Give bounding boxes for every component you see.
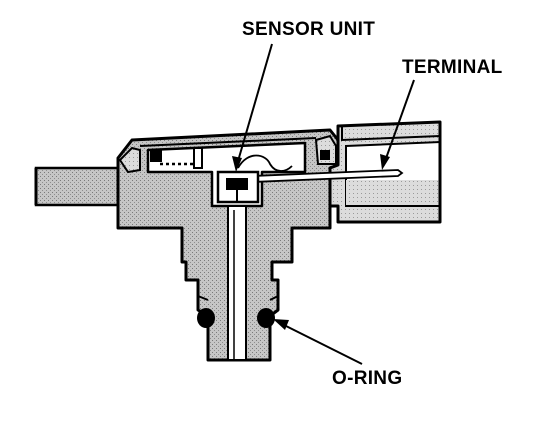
port-channel (227, 205, 247, 361)
sensor-unit-label: SENSOR UNIT (242, 19, 376, 40)
sensor-unit-leader (235, 43, 273, 169)
o-ring-arrowhead (273, 319, 289, 330)
cap-inner-line (139, 137, 317, 147)
terminal-arrowhead (380, 154, 390, 170)
o-ring-leader (277, 321, 363, 365)
terminal-wire (237, 154, 293, 172)
left-clip (118, 146, 141, 174)
inlet-tube (34, 166, 120, 207)
connector-latch (341, 126, 441, 142)
connector-lower-band (346, 180, 440, 206)
membrane-post (193, 147, 203, 169)
o-ring-label: O-RING (332, 368, 403, 389)
o-ring-right (257, 308, 275, 328)
terminal-leader (383, 79, 415, 165)
terminal-label: TERMINAL (402, 57, 503, 78)
o-ring-left (197, 308, 215, 328)
nozzle-rib-left (197, 282, 209, 301)
left-seal (150, 150, 162, 162)
nozzle-rib-right (269, 282, 279, 301)
sensor-unit-arrowhead (232, 156, 242, 172)
right-seal (320, 150, 330, 160)
